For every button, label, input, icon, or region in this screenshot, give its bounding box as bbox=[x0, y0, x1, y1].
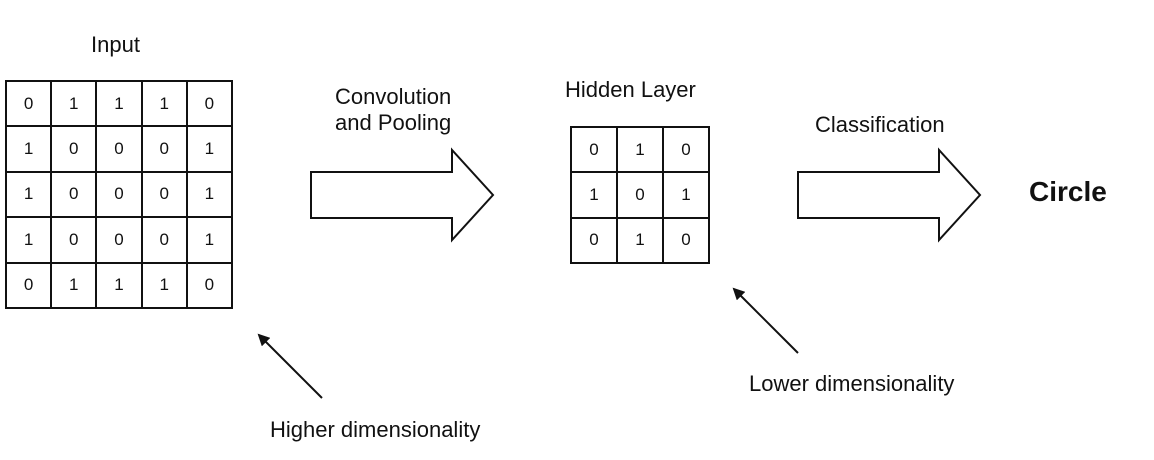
convolution-label-line2: and Pooling bbox=[335, 110, 452, 136]
input-cell: 1 bbox=[7, 172, 53, 219]
input-cell: 1 bbox=[7, 127, 53, 173]
hidden-cell: 1 bbox=[618, 218, 664, 264]
input-cell: 0 bbox=[7, 82, 53, 128]
higher-dimensionality-note: Higher dimensionality bbox=[270, 417, 481, 442]
hidden-cell: 0 bbox=[664, 128, 710, 174]
input-cell: 0 bbox=[142, 172, 188, 219]
input-cell: 0 bbox=[7, 263, 53, 309]
input-cell: 0 bbox=[97, 127, 143, 173]
hidden-cell: 0 bbox=[572, 128, 618, 174]
input-cell: 0 bbox=[97, 218, 143, 264]
higher-dimensionality-pointer bbox=[257, 333, 323, 399]
input-cell: 1 bbox=[187, 172, 233, 219]
input-cell: 0 bbox=[97, 172, 143, 219]
input-cell: 1 bbox=[52, 263, 98, 309]
input-cell: 1 bbox=[187, 127, 233, 173]
hidden-cell: 0 bbox=[572, 218, 618, 264]
hidden-layer-title: Hidden Layer bbox=[565, 77, 696, 102]
input-cell: 0 bbox=[187, 263, 233, 309]
result-label: Circle bbox=[1029, 176, 1107, 207]
input-cell: 1 bbox=[187, 218, 233, 264]
hidden-cell: 1 bbox=[664, 173, 710, 219]
convolution-label-line1: Convolution bbox=[335, 84, 452, 109]
input-cell: 1 bbox=[7, 218, 53, 264]
input-cell: 0 bbox=[52, 172, 98, 219]
input-cell: 1 bbox=[97, 263, 143, 309]
input-cell: 1 bbox=[52, 82, 98, 128]
lower-dimensionality-pointer bbox=[732, 287, 799, 354]
convolution-block-arrow bbox=[310, 147, 495, 243]
convolution-pooling-label: Convolution and Pooling bbox=[335, 84, 451, 137]
hidden-cell: 0 bbox=[618, 173, 664, 219]
hidden-cell: 1 bbox=[618, 128, 664, 174]
hidden-layer-matrix: 0 1 0 1 0 1 0 1 0 bbox=[570, 126, 710, 264]
hidden-cell: 0 bbox=[664, 218, 710, 264]
input-cell: 1 bbox=[97, 82, 143, 128]
input-cell: 0 bbox=[187, 82, 233, 128]
input-matrix: 0 1 1 1 0 1 0 0 0 1 1 0 0 0 1 1 0 0 0 1 … bbox=[5, 80, 233, 309]
input-cell: 0 bbox=[142, 218, 188, 264]
input-cell: 0 bbox=[52, 218, 98, 264]
classification-label: Classification bbox=[815, 112, 945, 137]
input-title: Input bbox=[91, 32, 140, 57]
hidden-cell: 1 bbox=[572, 173, 618, 219]
input-cell: 1 bbox=[142, 82, 188, 128]
classification-block-arrow bbox=[797, 147, 982, 243]
lower-dimensionality-note: Lower dimensionality bbox=[749, 371, 955, 396]
input-cell: 0 bbox=[52, 127, 98, 173]
input-cell: 1 bbox=[142, 263, 188, 309]
input-cell: 0 bbox=[142, 127, 188, 173]
